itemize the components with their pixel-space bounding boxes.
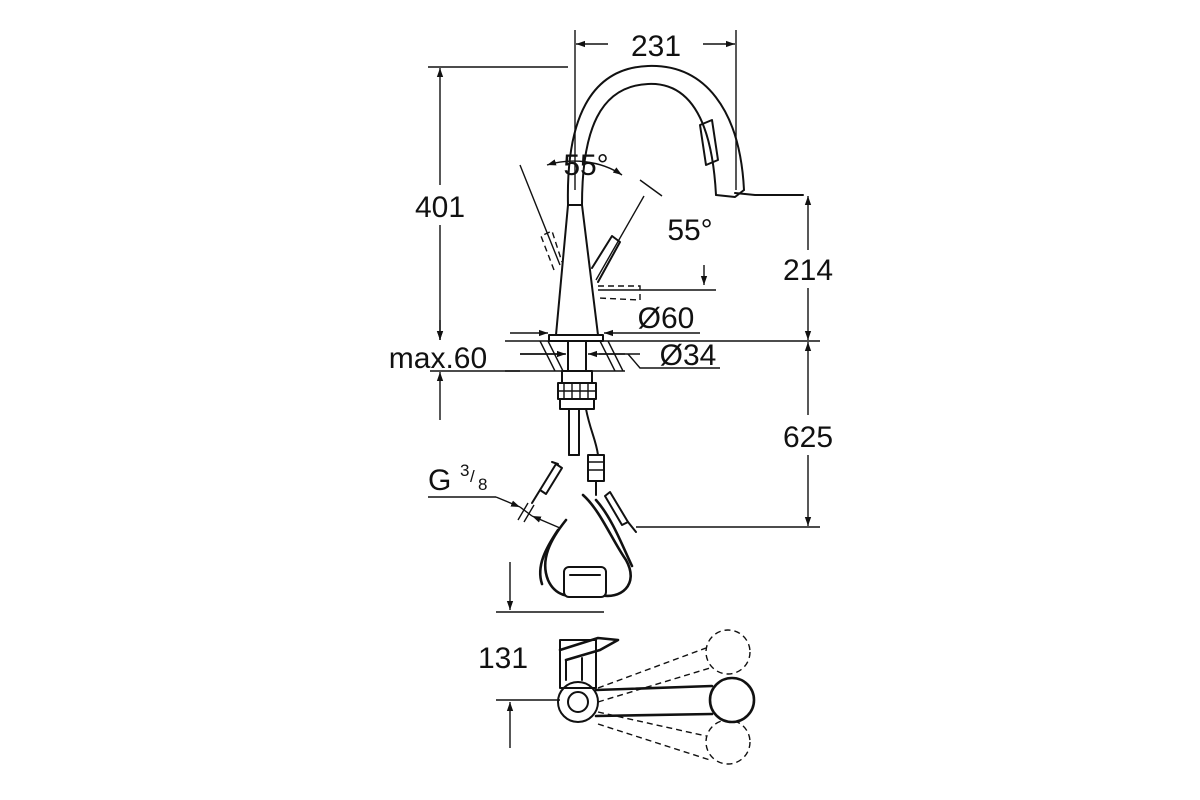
dimension-base-diameter: Ø60: [510, 302, 700, 337]
dimension-max-thickness: max.60: [389, 320, 520, 420]
thread-slash: /: [470, 467, 475, 486]
faucet-side-view: [519, 64, 804, 342]
under-counter-assembly: [531, 370, 637, 598]
dimension-hole-diameter: Ø34: [520, 339, 720, 372]
dimension-text-max-thickness: max.60: [389, 342, 487, 375]
dimension-spout-reach: 231: [574, 30, 737, 190]
dimension-text-angle-right: 55°: [667, 214, 712, 247]
dimension-text-hose-length: 625: [783, 421, 833, 454]
dimension-top-view-depth: 131: [478, 562, 604, 748]
dimension-connection-thread: G 3 / 8: [428, 461, 561, 529]
dimension-text-spout-height: 214: [783, 254, 833, 287]
dimension-text-total-height: 401: [415, 191, 465, 224]
dimension-text-base-diameter: Ø60: [638, 302, 695, 335]
dimension-text-spout-reach: 231: [631, 30, 681, 63]
dimension-spout-height: 214: [783, 196, 833, 340]
dimension-text-hole-diameter: Ø34: [660, 339, 717, 372]
dimension-text-top-view-depth: 131: [478, 642, 528, 675]
dimension-handle-angles: 55° 55°: [546, 149, 713, 285]
dimension-text-angle-left: 55°: [563, 149, 608, 182]
thread-numerator: 3: [460, 461, 469, 480]
thread-denominator: 8: [478, 475, 487, 494]
dimension-total-height: 401: [415, 66, 568, 340]
faucet-top-view: [557, 629, 756, 765]
dimension-hose-length: 625: [636, 342, 833, 528]
thread-prefix: G: [428, 464, 451, 497]
